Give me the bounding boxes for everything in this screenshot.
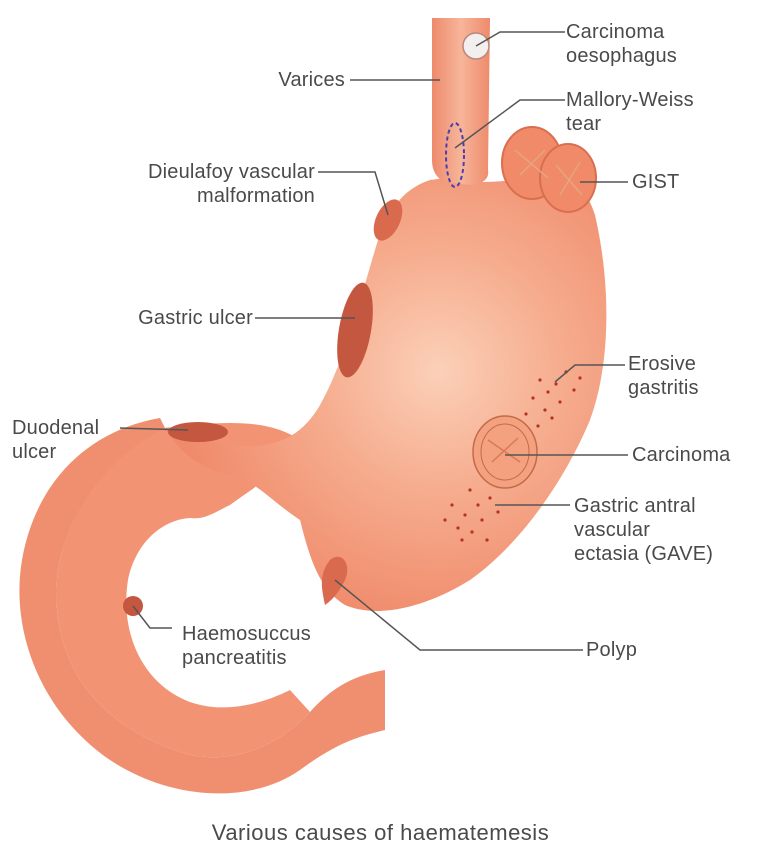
label-gave: Gastric antral vascular ectasia (GAVE) xyxy=(574,494,713,566)
label-carcinoma-oesophagus: Carcinoma oesophagus xyxy=(566,20,677,68)
label-dieulafoy: Dieulafoy vascular malformation xyxy=(148,160,315,208)
duodenal-ulcer-lesion xyxy=(168,422,228,442)
label-gastric-ulcer: Gastric ulcer xyxy=(138,306,253,330)
label-varices: Varices xyxy=(278,68,345,92)
carcinoma-lesion xyxy=(473,416,537,488)
label-carcinoma: Carcinoma xyxy=(632,443,731,467)
figure-caption: Various causes of haematemesis xyxy=(0,820,761,846)
label-mallory-weiss-tear: Mallory-Weiss tear xyxy=(566,88,694,136)
label-polyp: Polyp xyxy=(586,638,637,662)
label-haemosuccus-pancreatitis: Haemosuccus pancreatitis xyxy=(182,622,311,670)
label-duodenal-ulcer: Duodenal ulcer xyxy=(12,416,99,464)
label-gist: GIST xyxy=(632,170,679,194)
label-erosive-gastritis: Erosive gastritis xyxy=(628,352,699,400)
